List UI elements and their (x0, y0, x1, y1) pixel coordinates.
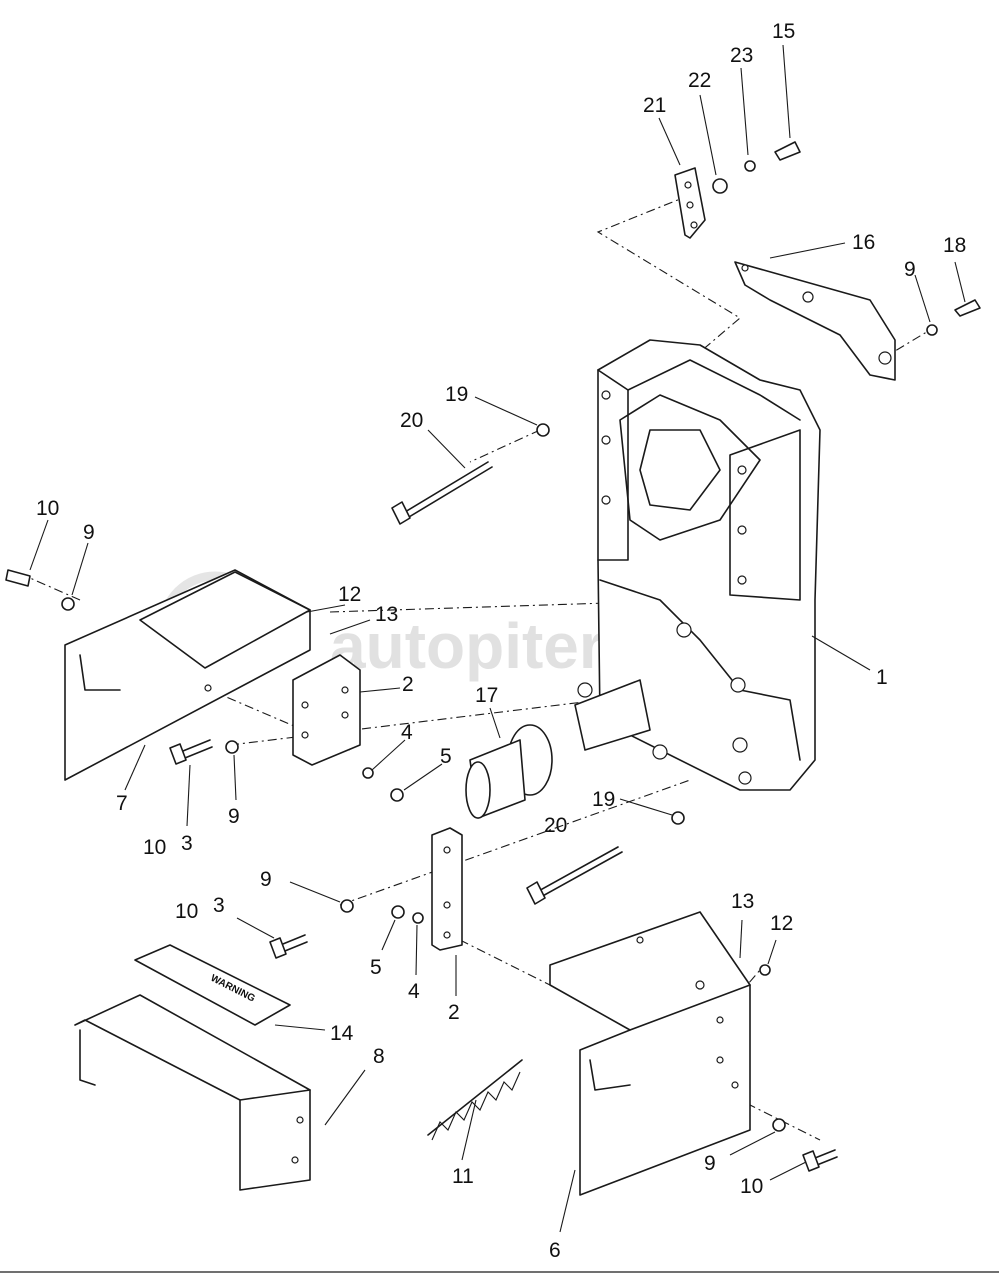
callout-20-top: 20 (400, 409, 423, 432)
alignment-lines (29, 194, 931, 1141)
callout-11: 11 (452, 1165, 474, 1188)
callout-12-low: 12 (770, 912, 793, 935)
callout-9-left: 9 (83, 521, 95, 544)
link-plate-21 (674, 167, 706, 239)
warning-decal-14: WARNING (134, 944, 291, 1026)
callout-10-right: 10 (740, 1175, 763, 1198)
callout-17: 17 (475, 684, 498, 707)
callout-3-low: 3 (213, 894, 225, 917)
callout-9-top: 9 (904, 258, 916, 281)
callout-18: 18 (943, 234, 966, 257)
callout-10-low: 10 (175, 900, 198, 923)
callout-14: 14 (330, 1022, 354, 1045)
callout-21: 21 (643, 94, 666, 117)
callout-7: 7 (116, 792, 128, 815)
callout-2-low: 2 (448, 1001, 460, 1024)
spring-11 (427, 1059, 523, 1141)
callout-3-mid: 3 (181, 832, 193, 855)
lower-cover-8 (74, 994, 311, 1191)
callout-2-mid: 2 (402, 673, 414, 696)
output-shaft (465, 679, 651, 819)
callout-10-left: 10 (36, 497, 59, 520)
callouts: 15 23 22 21 16 18 9 19 20 10 9 12 13 1 2… (36, 20, 966, 1262)
callout-19-top: 19 (445, 383, 468, 406)
callout-5-low: 5 (370, 956, 382, 979)
callout-13-low: 13 (731, 890, 754, 913)
bracket-16 (734, 261, 896, 381)
callout-16: 16 (852, 231, 875, 254)
callout-12-mid: 12 (338, 583, 361, 606)
callout-9-right: 9 (704, 1152, 716, 1175)
callout-23: 23 (730, 44, 753, 67)
leader-lines (29, 44, 966, 1233)
left-shield-7 (64, 569, 311, 781)
hardware (5, 141, 981, 1132)
callout-1: 1 (876, 666, 888, 689)
callout-10-mid: 10 (143, 836, 166, 859)
callout-22: 22 (688, 69, 711, 92)
callout-5-mid: 5 (440, 745, 452, 768)
strap-2-lower (431, 827, 463, 951)
callout-9-low: 9 (260, 868, 272, 891)
callout-20-low: 20 (544, 814, 567, 837)
callout-13-mid: 13 (375, 603, 398, 626)
right-shield-6 (549, 911, 751, 1196)
callout-4-mid: 4 (401, 721, 413, 744)
callout-15: 15 (772, 20, 795, 43)
callout-4-low: 4 (408, 980, 420, 1003)
callout-6: 6 (549, 1239, 561, 1262)
callout-9-mid: 9 (228, 805, 240, 828)
callout-8: 8 (373, 1045, 385, 1068)
angle-bracket-2-upper (292, 654, 361, 766)
callout-19-low: 19 (592, 788, 615, 811)
bolts (169, 461, 838, 1172)
